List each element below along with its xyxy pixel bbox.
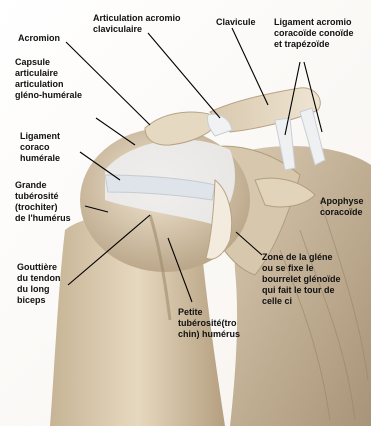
label-lesser-tuberosity: Petite tubérosité(tro chin) humérus xyxy=(178,307,240,340)
label-greater-tuberosity: Grande tubérosité (trochiter) de l'humér… xyxy=(15,180,71,224)
label-coracohumeral-ligament: Ligament coraco humérale xyxy=(20,131,60,164)
label-acromion: Acromion xyxy=(18,33,60,44)
label-glenoid-zone: Zone de la gléne ou se fixe le bourrelet… xyxy=(262,252,341,307)
label-bicipital-groove: Gouttière du tendon du long biceps xyxy=(17,262,61,306)
label-ac-joint: Articulation acromio claviculaire xyxy=(93,13,181,35)
label-coracoid-process: Apophyse coracoïde xyxy=(320,196,364,218)
label-capsule: Capsule articulaire articulation gléno-h… xyxy=(15,57,82,101)
label-clavicle: Clavicule xyxy=(216,17,256,28)
label-conoid-trapezoid: Ligament acromio coracoïde conoïde et tr… xyxy=(274,17,354,50)
